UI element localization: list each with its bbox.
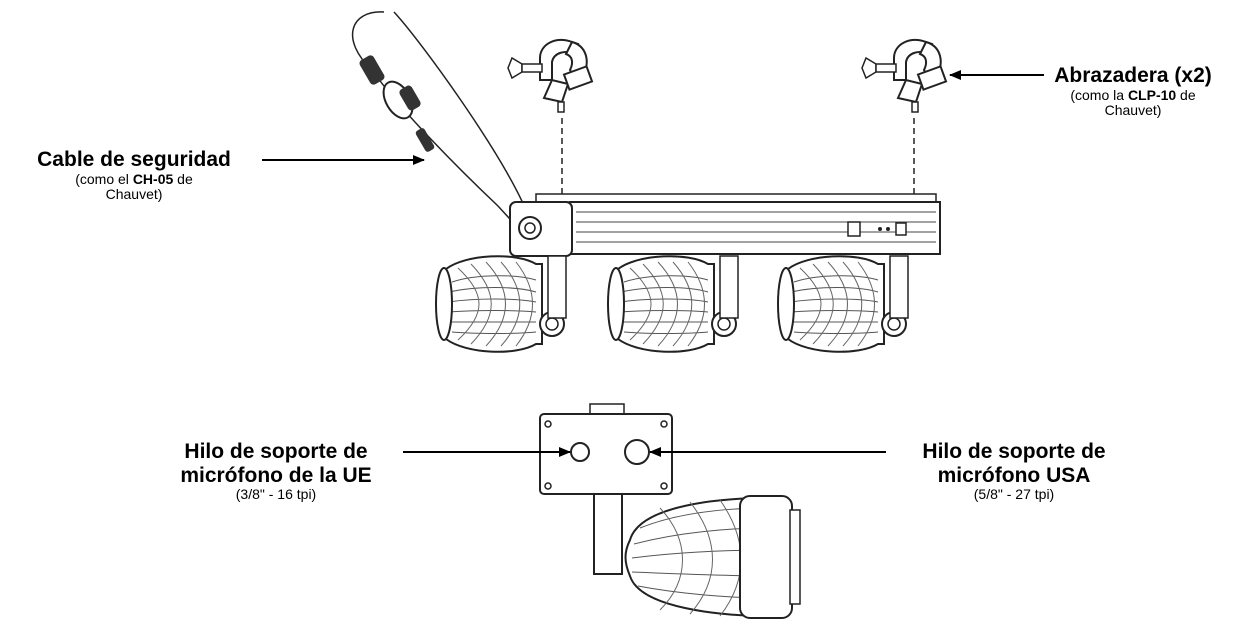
safety-cable-title: Cable de seguridad — [37, 148, 231, 171]
head-2-drawing — [607, 255, 739, 353]
head-3-drawing — [777, 255, 909, 353]
safety-cable-note-line2: Chauvet) — [105, 186, 163, 203]
clamp-label: Abrazadera (x2) (como la CLP-10 de Chauv… — [1040, 64, 1226, 119]
clamp-left-drawing — [507, 38, 594, 113]
clamp-right-drawing — [861, 38, 948, 113]
usa-thread-spec: (5/8" - 27 tpi) — [973, 486, 1055, 503]
safety-cable-note: (como el CH-05 de — [75, 170, 193, 187]
usa-thread-line1: Hilo de soporte de — [922, 440, 1106, 463]
usa-thread-line2: micrófono USA — [937, 463, 1091, 487]
safety-cable-label: Cable de seguridad (como el CH-05 de Cha… — [8, 148, 260, 203]
bottom-fixture-drawing — [539, 403, 801, 619]
fixture-bar-drawing — [509, 193, 941, 257]
safety-cable-drawing — [351, 11, 527, 231]
eu-thread-spec: (3/8" - 16 tpi) — [235, 486, 317, 503]
head-1-drawing — [435, 255, 567, 353]
clamp-title: Abrazadera (x2) — [1054, 64, 1212, 87]
clamp-note-line2: Chauvet) — [1104, 102, 1162, 119]
usa-thread-label: Hilo de soporte de micrófono USA (5/8" -… — [890, 440, 1138, 503]
eu-thread-label: Hilo de soporte de micrófono de la UE (3… — [152, 440, 400, 503]
clamp-note: (como la CLP-10 de — [1070, 86, 1196, 103]
eu-thread-line2: micrófono de la UE — [180, 463, 372, 487]
eu-thread-line1: Hilo de soporte de — [184, 440, 368, 463]
